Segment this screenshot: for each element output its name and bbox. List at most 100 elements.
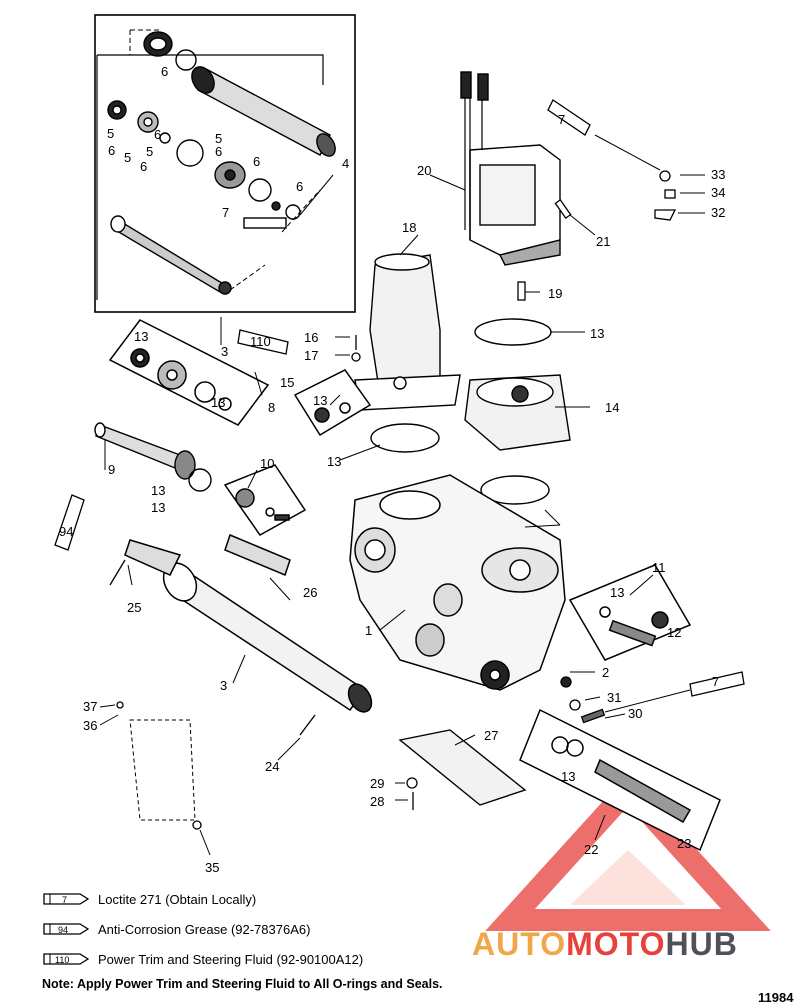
small-fasteners — [109, 170, 677, 830]
subassembly-11-box — [568, 564, 692, 661]
callout-8: 8 — [268, 400, 275, 415]
legend-row-fluid: 110 Power Trim and Steering Fluid (92-90… — [42, 948, 363, 970]
tube-icon: 7 — [43, 893, 90, 905]
callout-94: 94 — [59, 524, 73, 539]
callout-6: 6 — [296, 179, 303, 194]
manifold-housing — [349, 474, 566, 691]
subassembly-8-box — [108, 319, 270, 426]
callout-5: 5 — [146, 144, 153, 159]
callout-3: 3 — [221, 344, 228, 359]
callout-7: 7 — [558, 112, 565, 127]
callout-23: 23 — [677, 836, 691, 851]
callout-110: 110 — [250, 334, 271, 349]
watermark-hub: HUB — [665, 926, 738, 962]
callout-12: 12 — [667, 625, 681, 640]
trim-cylinder — [124, 533, 373, 713]
callout-5: 5 — [107, 126, 114, 141]
callout-9: 9 — [108, 462, 115, 477]
callout-6: 6 — [253, 154, 260, 169]
callout-13: 13 — [151, 483, 165, 498]
watermark-auto: AUTO — [472, 926, 567, 962]
callout-29: 29 — [370, 776, 384, 791]
callout-15: 15 — [280, 375, 294, 390]
callout-10: 10 — [260, 456, 274, 471]
callout-13: 13 — [134, 329, 148, 344]
legend-code: 110 — [55, 955, 69, 965]
callout-6: 6 — [154, 127, 161, 142]
reservoir — [354, 253, 461, 411]
callout-36: 36 — [83, 718, 97, 733]
callout-5: 5 — [215, 131, 222, 146]
legend-text: Power Trim and Steering Fluid (92-90100A… — [98, 951, 364, 967]
callout-22: 22 — [584, 842, 598, 857]
callout-13: 13 — [151, 500, 165, 515]
cylinder-inset-box — [94, 14, 356, 313]
callout-26: 26 — [303, 585, 317, 600]
subassembly-22-box — [519, 708, 721, 852]
tube-7-right — [604, 671, 745, 713]
legend-row-loctite: 7 Loctite 271 (Obtain Locally) — [42, 888, 256, 910]
tube-7-top — [547, 99, 661, 171]
callout-30: 30 — [628, 706, 642, 721]
callout-5: 5 — [124, 150, 131, 165]
callout-32: 32 — [711, 205, 725, 220]
subassembly-10-box — [223, 464, 307, 536]
callout-14: 14 — [605, 400, 619, 415]
callout-33: 33 — [711, 167, 725, 182]
tube-94 — [54, 494, 85, 551]
legend-text: Anti-Corrosion Grease (92-78376A6) — [98, 921, 311, 937]
callout-6: 6 — [215, 144, 222, 159]
watermark-text: AUTOMOTOHUB — [472, 926, 738, 963]
figure-number: 11984 — [758, 990, 794, 1005]
callout-6: 6 — [108, 143, 115, 158]
callout-13: 13 — [211, 395, 225, 410]
legend-text: Loctite 271 (Obtain Locally) — [98, 891, 257, 907]
callout-13: 13 — [327, 454, 341, 469]
callout-17: 17 — [304, 348, 318, 363]
callout-13: 13 — [561, 769, 575, 784]
callout-37: 37 — [83, 699, 97, 714]
callout-6: 6 — [161, 64, 168, 79]
rod-9 — [94, 422, 212, 492]
callout-13: 13 — [590, 326, 604, 341]
pump-motor — [460, 71, 561, 266]
pump-body — [370, 318, 571, 533]
callout-7: 7 — [222, 205, 229, 220]
callout-2: 2 — [602, 665, 609, 680]
callout-1: 1 — [365, 623, 372, 638]
callout-27: 27 — [484, 728, 498, 743]
tube-icon: 110 — [43, 953, 90, 965]
callout-24: 24 — [265, 759, 279, 774]
assembly-note: Note: Apply Power Trim and Steering Flui… — [42, 977, 443, 991]
legend-row-grease: 94 Anti-Corrosion Grease (92-78376A6) — [42, 918, 310, 940]
leader-lines — [99, 174, 705, 856]
callout-7: 7 — [712, 674, 719, 689]
callout-34: 34 — [711, 185, 725, 200]
callout-16: 16 — [304, 330, 318, 345]
callout-13: 13 — [313, 393, 327, 408]
callout-18: 18 — [402, 220, 416, 235]
callout-3: 3 — [220, 678, 227, 693]
bracket-27 — [398, 729, 527, 806]
callout-20: 20 — [417, 163, 431, 178]
callout-28: 28 — [370, 794, 384, 809]
callout-13: 13 — [610, 585, 624, 600]
callout-31: 31 — [607, 690, 621, 705]
inset-parts — [107, 31, 336, 295]
tube-110 — [237, 329, 289, 355]
legend-code: 7 — [62, 895, 67, 905]
watermark-logo — [485, 773, 771, 931]
callout-6: 6 — [140, 159, 147, 174]
callout-19: 19 — [548, 286, 562, 301]
bracket-outline-35 — [129, 719, 196, 821]
callout-11: 11 — [652, 560, 666, 575]
callout-21: 21 — [596, 234, 610, 249]
tube-icon: 94 — [43, 923, 90, 935]
watermark-moto: MOTO — [566, 926, 666, 962]
callout-4: 4 — [342, 156, 349, 171]
legend-code: 94 — [58, 925, 68, 935]
callout-25: 25 — [127, 600, 141, 615]
callout-35: 35 — [205, 860, 219, 875]
